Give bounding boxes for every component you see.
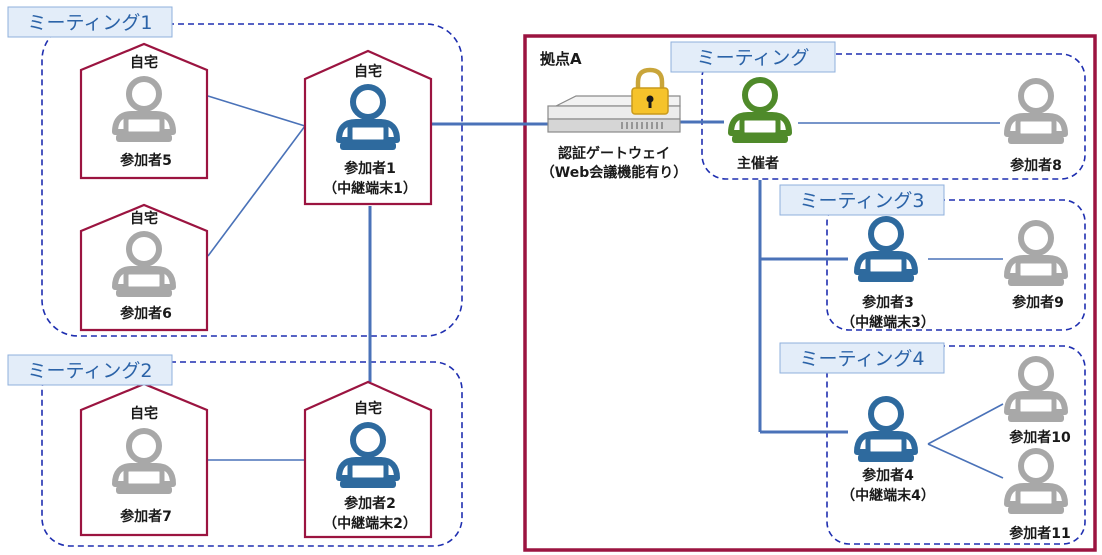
main-meeting-area bbox=[701, 53, 1086, 180]
base-a-frame bbox=[523, 34, 1097, 552]
participant4-icon bbox=[857, 399, 915, 462]
participant2-relay-label: （中継端末2） bbox=[323, 515, 417, 532]
meeting2-area bbox=[41, 361, 463, 547]
main-meeting-label: ミーティング bbox=[697, 47, 810, 69]
meeting1-label: ミーティング1 bbox=[28, 12, 153, 34]
meeting3-label-box bbox=[779, 184, 945, 216]
home-label: 自宅 bbox=[130, 210, 158, 227]
meeting4-label: ミーティング4 bbox=[800, 348, 925, 370]
home-label: 自宅 bbox=[354, 63, 382, 80]
meeting3-area bbox=[826, 199, 1086, 331]
participant7-label: 参加者7 bbox=[120, 508, 172, 525]
participant10-icon bbox=[1007, 359, 1065, 422]
participant2-label: 参加者2 bbox=[344, 495, 396, 512]
participant9-label: 参加者9 bbox=[1012, 294, 1064, 311]
participant5-label: 参加者5 bbox=[120, 152, 172, 169]
home-label: 自宅 bbox=[130, 405, 158, 422]
host-icon bbox=[731, 80, 789, 143]
participant8-icon bbox=[1007, 81, 1065, 144]
participant11-icon bbox=[1007, 451, 1065, 514]
meeting4-label-box bbox=[779, 342, 945, 374]
participant3-relay-label: （中継端末3） bbox=[841, 314, 935, 331]
participant3-label: 参加者3 bbox=[862, 294, 914, 311]
participant11-label: 参加者11 bbox=[1009, 525, 1070, 542]
meeting4-area bbox=[826, 345, 1086, 545]
participant3-icon bbox=[857, 219, 915, 282]
meeting2-label-box bbox=[7, 354, 173, 386]
meeting3-label: ミーティング3 bbox=[800, 190, 925, 212]
participant4-relay-label: （中継端末4） bbox=[841, 487, 935, 504]
main-meeting-label-box bbox=[670, 41, 836, 73]
participant6-label: 参加者6 bbox=[120, 305, 172, 322]
gateway-sub-label: （Web会議機能有り） bbox=[541, 164, 687, 181]
home-label: 自宅 bbox=[354, 400, 382, 417]
participant1-label: 参加者1 bbox=[344, 160, 396, 177]
participant8-label: 参加者8 bbox=[1010, 157, 1062, 174]
location-label: 拠点A bbox=[540, 50, 582, 68]
host-label: 主催者 bbox=[737, 155, 779, 172]
connection-lines bbox=[207, 95, 1004, 479]
participant10-label: 参加者10 bbox=[1009, 429, 1071, 446]
home-label: 自宅 bbox=[130, 54, 158, 71]
participant1-relay-label: （中継端末1） bbox=[323, 180, 417, 197]
participant4-label: 参加者4 bbox=[862, 467, 914, 484]
meeting1-label-box bbox=[7, 6, 173, 38]
participant9-icon bbox=[1007, 223, 1065, 286]
meeting2-label: ミーティング2 bbox=[28, 360, 153, 382]
meeting1-area bbox=[41, 23, 463, 337]
gateway-label: 認証ゲートウェイ bbox=[558, 145, 670, 162]
lock-icon bbox=[631, 67, 669, 115]
